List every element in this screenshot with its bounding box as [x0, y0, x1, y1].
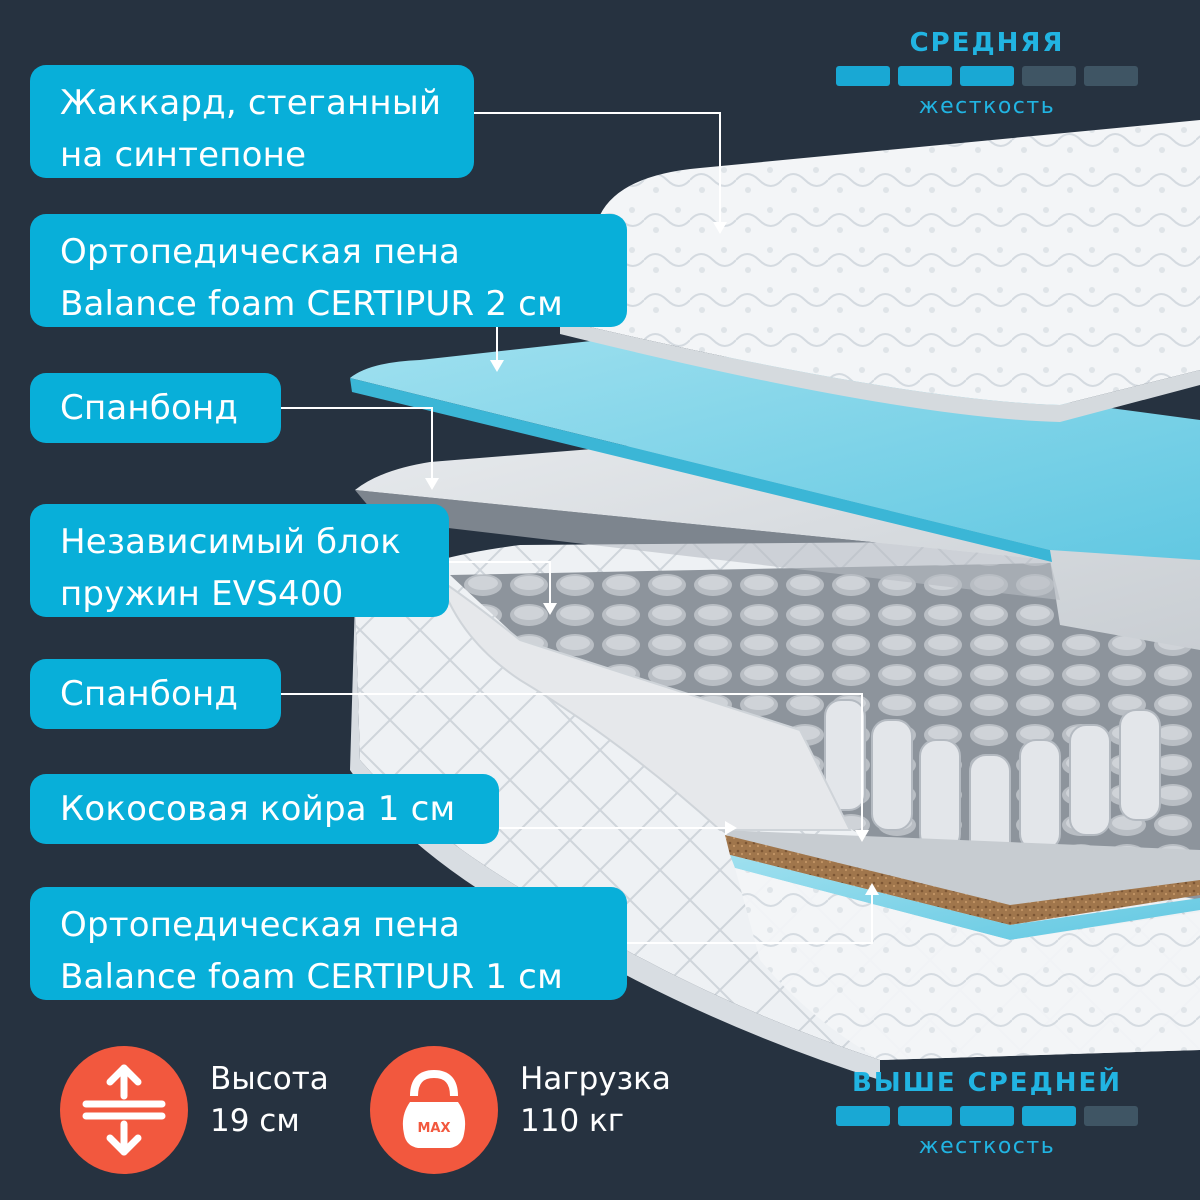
bottom-jacquard	[735, 868, 1200, 1060]
firmness-bar	[960, 1106, 1014, 1126]
firmness-bar	[836, 1106, 890, 1126]
spring-block	[450, 560, 1200, 900]
label-coconut-coir: Кокосовая койра 1 см	[30, 774, 499, 844]
firmness-bar	[1022, 1106, 1076, 1126]
height-arrows-icon	[60, 1046, 188, 1174]
firmness-top: СРЕДНЯЯ жесткость	[827, 28, 1147, 119]
firmness-bar	[1084, 1106, 1138, 1126]
label-spunbond-upper: Спанбонд	[30, 373, 281, 443]
foam-side-border	[438, 577, 852, 831]
firmness-top-title: СРЕДНЯЯ	[909, 28, 1065, 58]
label-spring-block: Независимый блок пружин EVS400	[30, 504, 449, 617]
firmness-bottom-bars	[827, 1106, 1147, 1126]
label-jacquard: Жаккард, стеганный на синтепоне	[30, 65, 474, 178]
label-spunbond-lower: Спанбонд	[30, 659, 281, 729]
firmness-bar	[836, 66, 890, 86]
firmness-bottom-title: ВЫШЕ СРЕДНЕЙ	[851, 1068, 1123, 1098]
firmness-bar	[1084, 66, 1138, 86]
label-foam-2cm: Ортопедическая пена Balance foam CERTIPU…	[30, 214, 627, 327]
firmness-top-subtitle: жесткость	[918, 94, 1056, 119]
firmness-bar	[960, 66, 1014, 86]
firmness-bar	[1022, 66, 1076, 86]
firmness-bar	[898, 1106, 952, 1126]
kettlebell-icon: MAX	[370, 1046, 498, 1174]
kettlebell-badge: MAX	[417, 1121, 450, 1136]
firmness-bottom-subtitle: жесткость	[918, 1134, 1056, 1159]
firmness-bar	[898, 66, 952, 86]
firmness-bottom: ВЫШЕ СРЕДНЕЙ жесткость	[827, 1068, 1147, 1159]
spec-load: Нагрузка 110 кг	[520, 1061, 671, 1139]
spunbond-lower	[720, 830, 1200, 915]
coconut-coir-layer	[725, 835, 1200, 925]
spec-height: Высота 19 см	[210, 1061, 329, 1139]
bottom-foam-layer	[730, 855, 1200, 940]
label-foam-1cm: Ортопедическая пена Balance foam CERTIPU…	[30, 887, 627, 1000]
firmness-top-bars	[827, 66, 1147, 86]
